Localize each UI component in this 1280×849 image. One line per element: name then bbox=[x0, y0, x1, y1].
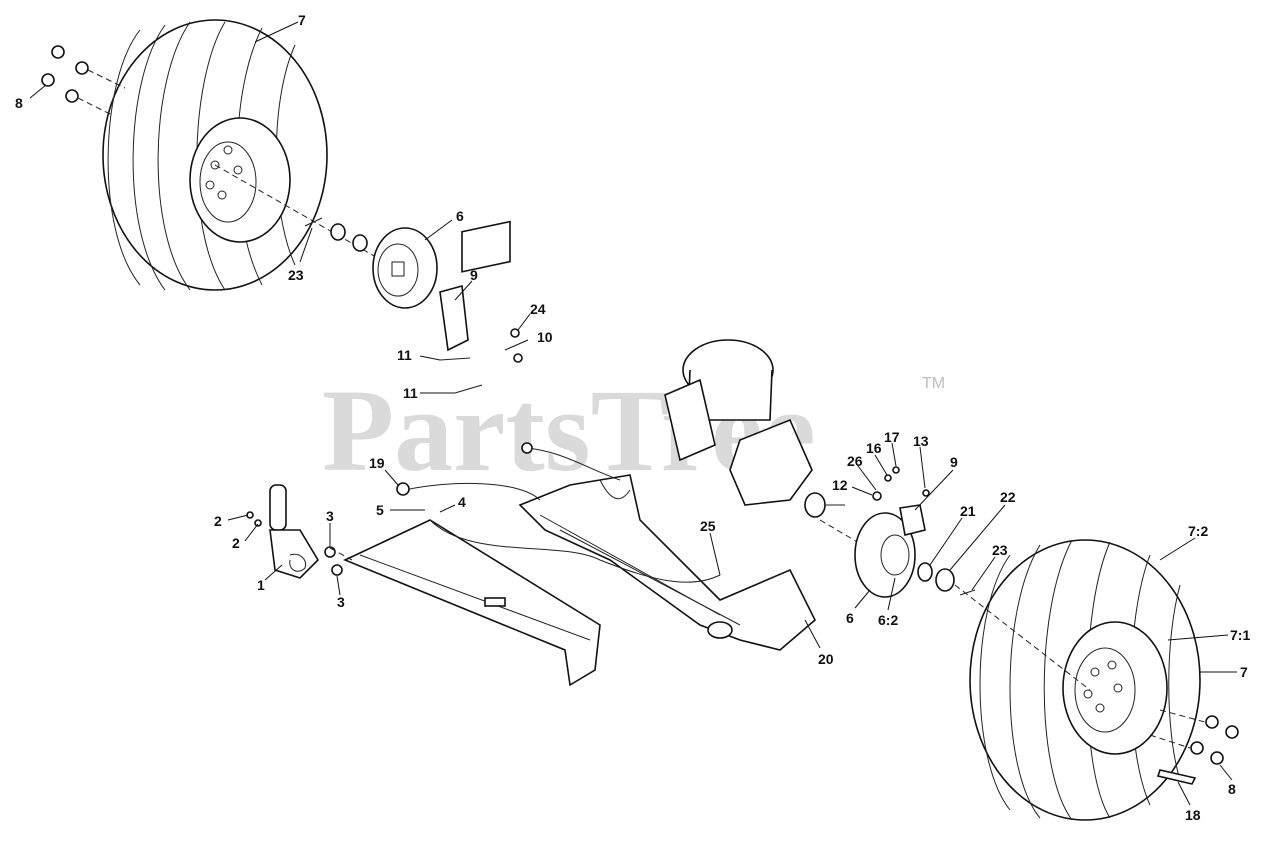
callout-3-b: 3 bbox=[337, 594, 345, 610]
callout-2-b: 2 bbox=[232, 535, 240, 551]
pedal-assembly[interactable] bbox=[246, 484, 353, 579]
callout-5: 5 bbox=[376, 502, 384, 518]
callout-26: 26 bbox=[847, 453, 863, 469]
right-brake-rotor[interactable] bbox=[854, 504, 926, 598]
bottom-right-tire[interactable] bbox=[969, 539, 1201, 821]
valve-stem[interactable] bbox=[1156, 769, 1197, 785]
top-left-tire[interactable] bbox=[102, 19, 328, 291]
callout-9-right: 9 bbox=[950, 454, 958, 470]
callout-11-b: 11 bbox=[403, 385, 418, 401]
top-left-brake-rotor[interactable] bbox=[372, 227, 438, 309]
main-frame[interactable] bbox=[518, 474, 816, 651]
callout-6-top: 6 bbox=[456, 208, 464, 224]
callout-19: 19 bbox=[369, 455, 385, 471]
callout-4: 4 bbox=[458, 494, 466, 510]
callout-1: 1 bbox=[257, 577, 265, 593]
callout-3-a: 3 bbox=[326, 508, 334, 524]
callout-18: 18 bbox=[1185, 807, 1201, 823]
callout-8-right: 8 bbox=[1228, 781, 1236, 797]
callout-25: 25 bbox=[700, 518, 716, 534]
callout-9-top: 9 bbox=[470, 267, 478, 283]
top-left-hub-parts[interactable] bbox=[304, 217, 368, 252]
watermark-trademark: TM bbox=[922, 375, 945, 392]
callout-23-right: 23 bbox=[992, 542, 1008, 558]
callout-7-top: 7 bbox=[298, 12, 306, 28]
callout-16: 16 bbox=[866, 440, 882, 456]
callout-7-2: 7:2 bbox=[1188, 523, 1208, 539]
transaxle-unit[interactable] bbox=[664, 339, 906, 571]
wiring-harness[interactable] bbox=[396, 442, 721, 583]
callout-6-2: 6:2 bbox=[878, 612, 898, 628]
callout-10: 10 bbox=[537, 329, 553, 345]
right-hub-parts[interactable] bbox=[917, 562, 976, 596]
top-left-brake-caliper[interactable] bbox=[439, 220, 523, 394]
callout-13: 13 bbox=[913, 433, 929, 449]
leader-lines bbox=[29, 21, 1237, 806]
callout-7-1: 7:1 bbox=[1230, 627, 1250, 643]
top-left-lug-nuts[interactable] bbox=[41, 45, 126, 116]
callout-23-top: 23 bbox=[288, 267, 304, 283]
callout-17: 17 bbox=[884, 429, 900, 445]
callout-8-top: 8 bbox=[15, 95, 23, 111]
callout-22: 22 bbox=[1000, 489, 1016, 505]
bottom-right-lug-nuts[interactable] bbox=[1149, 709, 1239, 765]
right-brake-small-parts[interactable] bbox=[872, 466, 930, 501]
callout-20: 20 bbox=[818, 651, 834, 667]
callout-2-a: 2 bbox=[214, 513, 222, 529]
callout-21: 21 bbox=[960, 503, 976, 519]
axle-mount-bracket[interactable] bbox=[343, 519, 601, 687]
callout-11-a: 11 bbox=[397, 347, 412, 363]
callout-12: 12 bbox=[832, 477, 848, 493]
callout-24: 24 bbox=[530, 301, 546, 317]
callout-7-right: 7 bbox=[1240, 664, 1248, 680]
callout-6-right: 6 bbox=[846, 610, 854, 626]
